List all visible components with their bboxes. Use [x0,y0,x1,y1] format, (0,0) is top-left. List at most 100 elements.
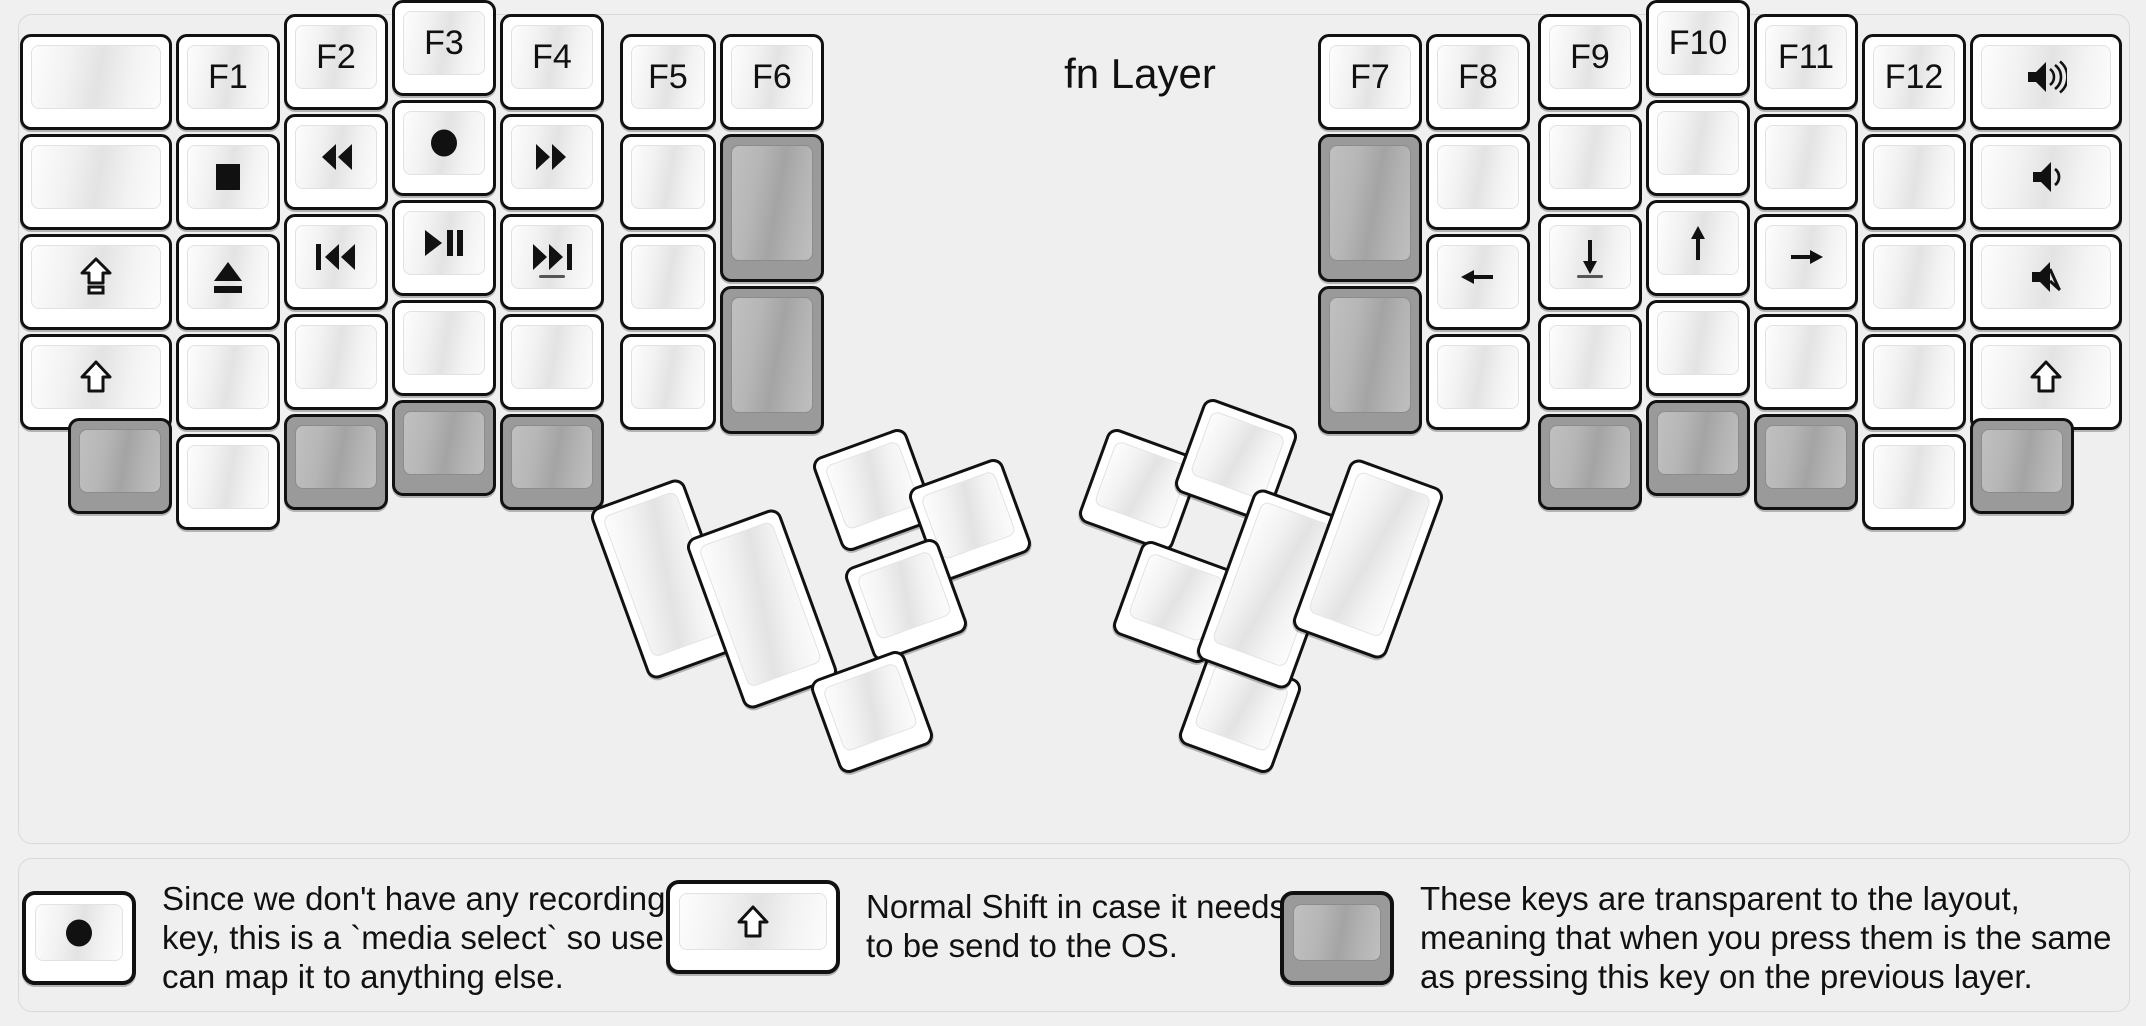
legend-transparent-text: These keys are transparent to the layout… [1420,880,2112,995]
key-left-col-ring-3[interactable] [284,314,388,410]
legend-normal-shift: Normal Shift in case it needs to be send… [666,880,1286,974]
caps-lock-icon [79,257,113,297]
legend-media-select-swatch [22,891,136,986]
key-right-col-pinkyr-0[interactable]: F12 [1862,34,1966,130]
keycap-face: F3 [403,11,485,75]
key-right-col-inner2r-0[interactable]: F7 [1318,34,1422,130]
key-left-col-middle-2[interactable] [392,200,496,296]
legend-transparent: These keys are transparent to the layout… [1280,880,2112,997]
key-left-col-inner2-2[interactable] [720,286,824,434]
media-rewind-icon [316,142,356,172]
keycap-face [1329,145,1411,261]
key-left-col-pinky-4[interactable] [176,434,280,530]
key-right-col-pinkyr-1[interactable] [1862,134,1966,230]
key-right-col-outerr-3[interactable] [1970,334,2122,430]
keycap-face [403,411,485,475]
key-right-col-ringr-1[interactable] [1754,114,1858,210]
key-right-col-inner2r-1[interactable] [1318,134,1422,282]
key-left-col-ring-1[interactable] [284,114,388,210]
key-left-col-index-2[interactable] [500,214,604,310]
keycap-face [1981,145,2111,209]
key-left-col-index-1[interactable] [500,114,604,210]
key-left-col-ring-2[interactable] [284,214,388,310]
keycap-face [1657,311,1739,375]
key-right-col-indexr-0[interactable]: F9 [1538,14,1642,110]
key-left-col-inner1-2[interactable] [620,234,716,330]
keycap-face: F12 [1873,45,1955,109]
keycap-face [1981,45,2111,109]
key-left-col-middle-4[interactable] [392,400,496,496]
key-left-col-inner2-0[interactable]: F6 [720,34,824,130]
keycap-face [1981,429,2063,493]
key-right-col-outerr-1[interactable] [1970,134,2122,230]
legend-transparent-swatch [1280,891,1394,986]
key-right-col-middler-1[interactable] [1646,100,1750,196]
page-title: fn Layer [1064,50,1216,97]
key-right-col-outerr-2[interactable] [1970,234,2122,330]
key-left-col-pinky-0[interactable]: F1 [176,34,280,130]
key-right-col-pinkyr-3[interactable] [1862,334,1966,430]
key-left-col-pinky-1[interactable] [176,134,280,230]
key-right-col-outerr-0[interactable] [1970,34,2122,130]
key-right-col-inner1r-3[interactable] [1426,334,1530,430]
volume-down-icon [2030,159,2062,195]
keycap-face [295,425,377,489]
keycap-face [1437,245,1519,309]
key-left-col-ring-4[interactable] [284,414,388,510]
key-left-col-index-3[interactable] [500,314,604,410]
key-right-col-middler-4[interactable] [1646,400,1750,496]
key-right-col-indexr-2[interactable] [1538,214,1642,310]
media-record-icon [427,126,461,160]
key-label: F6 [752,58,792,96]
key-right-col-inner1r-0[interactable]: F8 [1426,34,1530,130]
keycap-face [295,325,377,389]
key-left-col-ring-0[interactable]: F2 [284,14,388,110]
key-label: F4 [532,38,572,76]
key-right-col-inner2r-2[interactable] [1318,286,1422,434]
key-left-col-outer-2[interactable] [20,234,172,330]
keycap-face [731,145,813,261]
key-left-col-inner1-0[interactable]: F5 [620,34,716,130]
key-right-col-inner1r-1[interactable] [1426,134,1530,230]
key-left-col-outer-1[interactable] [20,134,172,230]
key-right-col-inner1r-2[interactable] [1426,234,1530,330]
key-right-col-middler-2[interactable] [1646,200,1750,296]
key-right-col-ringr-4[interactable] [1754,414,1858,510]
key-left-col-index-0[interactable]: F4 [500,14,604,110]
key-left-col-outer-0[interactable] [20,34,172,130]
key-left-col-middle-0[interactable]: F3 [392,0,496,96]
key-right-col-indexr-4[interactable] [1538,414,1642,510]
key-right-col-indexr-3[interactable] [1538,314,1642,410]
key-right-col-outerr-extra[interactable] [1970,418,2074,514]
key-left-col-pinky-3[interactable] [176,334,280,430]
key-left-col-index-4[interactable] [500,414,604,510]
key-left-col-inner2-1[interactable] [720,134,824,282]
key-left-col-middle-1[interactable] [392,100,496,196]
key-right-col-ringr-2[interactable] [1754,214,1858,310]
media-next-icon [530,242,574,272]
key-right-col-middler-0[interactable]: F10 [1646,0,1750,96]
key-left-col-inner1-3[interactable] [620,334,716,430]
keycap-face [187,445,269,509]
keycap-face [1981,245,2111,309]
keycap-face [187,145,269,209]
keycap-face [856,550,953,641]
keycap-face [1657,411,1739,475]
key-left-col-outer-3[interactable] [20,334,172,430]
key-right-col-pinkyr-2[interactable] [1862,234,1966,330]
key-left-col-middle-3[interactable] [392,300,496,396]
key-right-col-ringr-0[interactable]: F11 [1754,14,1858,110]
keycap-face [731,297,813,413]
keycap-face [1189,410,1286,501]
keycap-face: F1 [187,45,269,109]
key-left-col-inner1-1[interactable] [620,134,716,230]
key-right-col-middler-3[interactable] [1646,300,1750,396]
keycap-face [403,311,485,375]
key-right-col-indexr-1[interactable] [1538,114,1642,210]
key-right-col-pinkyr-4[interactable] [1862,434,1966,530]
key-left-col-pinky-2[interactable] [176,234,280,330]
keycap-face [1873,245,1955,309]
key-left-col-outer-extra[interactable] [68,418,172,514]
key-right-col-ringr-3[interactable] [1754,314,1858,410]
